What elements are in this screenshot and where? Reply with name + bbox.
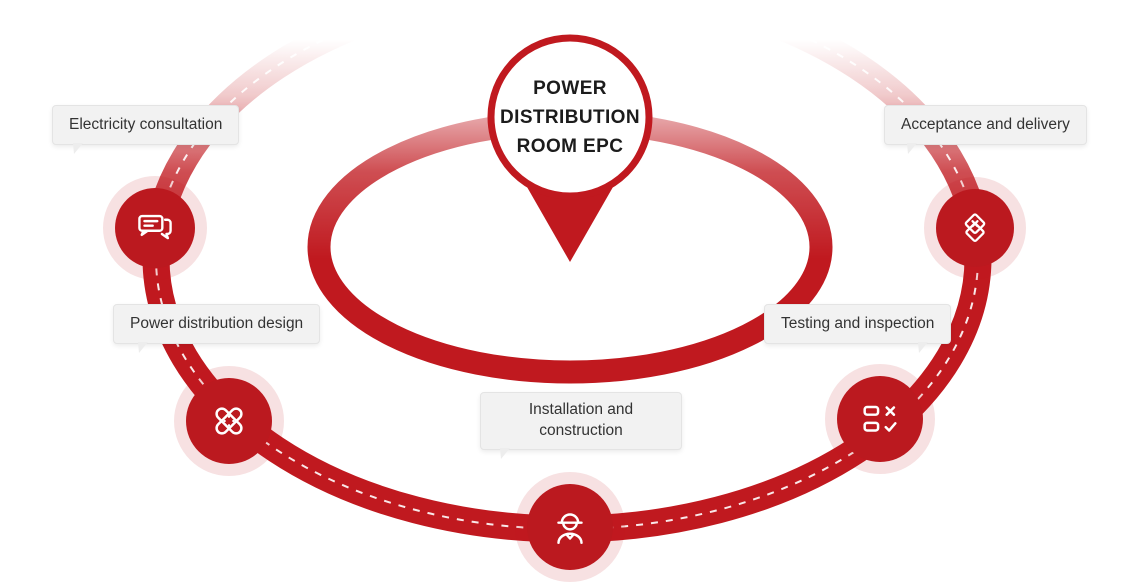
- chat-bubbles-icon: [138, 214, 172, 240]
- label-text: Power distribution design: [130, 315, 304, 332]
- label-acceptance-delivery: Acceptance and delivery: [884, 105, 1087, 154]
- label-text: Installation and construction: [528, 401, 634, 439]
- label-electricity-consultation: Electricity consultation: [52, 105, 240, 154]
- label-power-distribution-design: Power distribution design: [113, 304, 321, 353]
- label-installation-construction: Installation and construction: [480, 392, 682, 459]
- title-line-3: ROOM EPC: [516, 136, 624, 157]
- pin-pointer-triangle: [523, 180, 617, 262]
- title-line-1: POWER: [533, 78, 607, 99]
- crossed-bandage-icon: [215, 407, 243, 435]
- diamond-seal-icon: [964, 213, 986, 243]
- construction-worker-icon: [557, 513, 583, 545]
- label-text: Electricity consultation: [69, 116, 223, 133]
- label-text: Acceptance and delivery: [901, 116, 1070, 133]
- label-testing-inspection: Testing and inspection: [764, 304, 952, 353]
- node-electricity-consultation: [115, 188, 195, 268]
- node-acceptance-delivery: [936, 189, 1014, 267]
- checklist-icon: [863, 405, 897, 432]
- diagram-title: POWER DISTRIBUTION ROOM EPC: [482, 74, 658, 161]
- node-power-distribution-design: [186, 378, 272, 464]
- label-text: Testing and inspection: [781, 315, 935, 332]
- node-testing-inspection: [837, 376, 923, 462]
- node-installation-construction: [527, 484, 613, 570]
- title-line-2: DISTRIBUTION: [500, 107, 640, 128]
- pin-circle: [487, 34, 653, 200]
